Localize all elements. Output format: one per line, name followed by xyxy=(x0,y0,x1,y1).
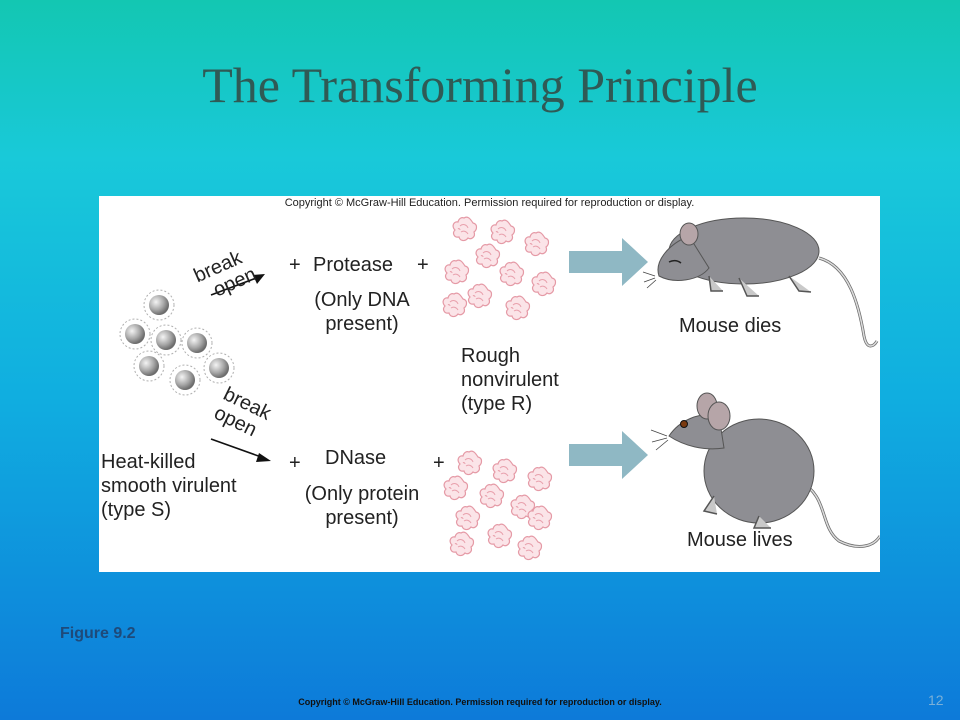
mouse-dies-label: Mouse dies xyxy=(679,315,782,337)
plus-sign: + xyxy=(417,254,429,276)
footer-copyright: Copyright © McGraw-Hill Education. Permi… xyxy=(298,697,662,707)
rough-strain-label: Rough nonvirulent (type R) xyxy=(461,344,559,416)
figure-copyright: Copyright © McGraw-Hill Education. Permi… xyxy=(284,197,695,209)
break-open-arrow-bottom xyxy=(210,438,271,462)
slide-title: The Transforming Principle xyxy=(202,57,758,113)
smooth-strain-label: Heat-killed smooth virulent (type S) xyxy=(101,450,237,522)
note-line: (Only DNA xyxy=(314,289,410,311)
break-open-arrow-top xyxy=(210,274,265,296)
note-line: present) xyxy=(325,507,399,529)
plus-sign: + xyxy=(289,452,301,474)
strain-line: (type S) xyxy=(101,499,172,521)
plus-sign: + xyxy=(433,452,445,474)
strain-line: Heat-killed xyxy=(101,451,196,473)
plus-sign: + xyxy=(289,254,301,276)
result-arrow-bottom xyxy=(569,431,648,479)
result-arrow-top xyxy=(569,238,648,286)
smooth-bacteria-cluster xyxy=(119,289,235,396)
dead-mouse xyxy=(642,217,879,348)
protease-label: Protease xyxy=(313,254,394,276)
only-dna-note: (Only DNA present) xyxy=(295,288,429,336)
rough-bacteria-cluster-top xyxy=(442,216,557,321)
note-line: (Only protein xyxy=(304,483,420,505)
note-line: present) xyxy=(325,313,399,335)
mouse-lives-label: Mouse lives xyxy=(687,529,793,551)
live-mouse xyxy=(650,392,880,548)
strain-line: nonvirulent xyxy=(461,369,559,391)
slide-number: 12 xyxy=(928,692,944,708)
figure-artwork xyxy=(119,216,880,561)
figure-caption: Figure 9.2 xyxy=(60,625,136,642)
strain-line: (type R) xyxy=(461,393,533,415)
strain-line: Rough xyxy=(461,345,520,367)
dnase-label: DNase xyxy=(325,447,387,469)
only-protein-note: (Only protein present) xyxy=(287,482,437,530)
rough-bacteria-cluster-bottom xyxy=(443,450,553,561)
strain-line: smooth virulent xyxy=(101,475,237,497)
figure-panel: Copyright © McGraw-Hill Education. Permi… xyxy=(99,196,880,572)
